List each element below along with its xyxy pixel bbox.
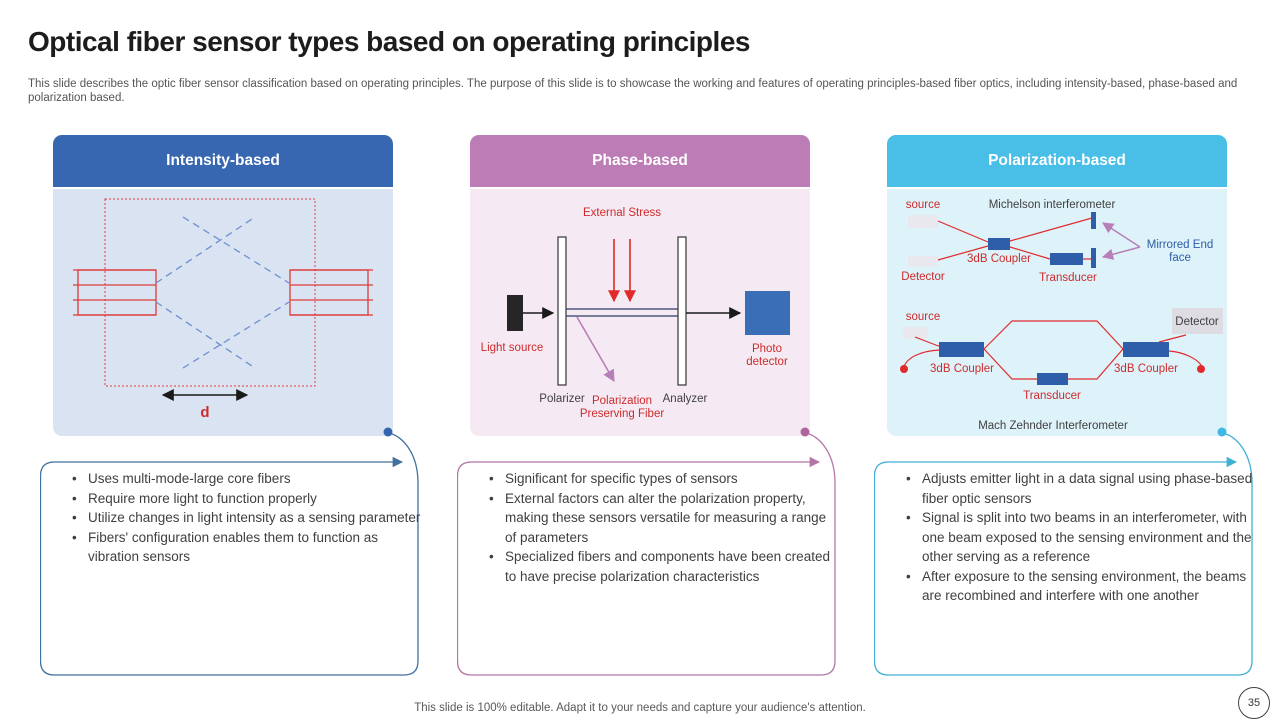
mz-coupler-left-shape bbox=[939, 342, 984, 357]
bullet-item: Adjusts emitter light in a data signal u… bbox=[904, 469, 1256, 508]
bullet-item: Signal is split into two beams in an int… bbox=[904, 508, 1256, 567]
mz-coupler-right-label: 3dB Coupler bbox=[1114, 363, 1178, 375]
left-fiber-bundle bbox=[73, 269, 157, 316]
mz-detector-shape bbox=[1172, 308, 1223, 334]
intensity-callout-frame bbox=[40, 427, 419, 676]
analyzer-shape bbox=[677, 236, 687, 386]
michelson-fibers bbox=[937, 217, 1093, 261]
photo-detector-label: Photo bbox=[752, 343, 782, 355]
preserving-fiber-label: Polarization bbox=[592, 395, 652, 407]
bullet-item: Require more light to function properly bbox=[70, 489, 422, 509]
external-stress-label: External Stress bbox=[583, 207, 661, 219]
polarizer-label: Polarizer bbox=[539, 393, 585, 405]
michelson-title: Michelson interferometer bbox=[989, 199, 1116, 211]
preserving-fiber-label: Preserving Fiber bbox=[580, 408, 665, 420]
phase-diagram: External Stress Light source Photo detec… bbox=[481, 207, 790, 420]
bullet-item: External factors can alter the polarizat… bbox=[487, 489, 839, 548]
polarization-callout-frame bbox=[874, 427, 1253, 676]
mz-transducer-shape bbox=[1037, 373, 1068, 385]
photo-detector-label: detector bbox=[746, 356, 788, 368]
mz-port-dot-left bbox=[900, 365, 908, 373]
polarization-header-label: Polarization-based bbox=[988, 152, 1126, 169]
mirrored-end-label: face bbox=[1169, 252, 1191, 264]
right-fiber-bundle bbox=[289, 269, 373, 316]
intensity-diagram: d bbox=[73, 198, 373, 421]
polarization-diagram: source Michelson interferometer 3dB Coup… bbox=[900, 199, 1223, 432]
mz-transducer-label: Transducer bbox=[1023, 390, 1081, 402]
polarization-header: Polarization-based bbox=[887, 135, 1227, 187]
bullet-item: Significant for specific types of sensor… bbox=[487, 469, 839, 489]
polarizer-shape bbox=[557, 236, 567, 386]
mirrored-end-label: Mirrored End bbox=[1147, 239, 1213, 251]
michelson-source-label: source bbox=[906, 199, 941, 211]
mirror-pointer-arrow bbox=[1101, 246, 1141, 260]
intensity-header-label: Intensity-based bbox=[166, 152, 280, 169]
michelson-detector-label: Detector bbox=[901, 271, 945, 283]
michelson-coupler-label: 3dB Coupler bbox=[967, 253, 1031, 265]
intensity-header: Intensity-based bbox=[53, 135, 393, 187]
mz-detector-label: Detector bbox=[1175, 316, 1219, 328]
michelson-transducer-label: Transducer bbox=[1039, 272, 1097, 284]
light-source-shape bbox=[507, 295, 523, 331]
phase-header-label: Phase-based bbox=[592, 152, 688, 169]
phase-header: Phase-based bbox=[470, 135, 810, 187]
polarization-bullet-list: Adjusts emitter light in a data signal u… bbox=[888, 469, 1256, 606]
mirror-pointer-arrow bbox=[1102, 222, 1141, 248]
mirror-shape-top bbox=[1091, 212, 1096, 229]
page-title: Optical fiber sensor types based on oper… bbox=[28, 26, 750, 57]
slide-description: This slide describes the optic fiber sen… bbox=[28, 78, 1238, 104]
mz-source-shape bbox=[903, 327, 928, 339]
connector-dot bbox=[1217, 427, 1227, 437]
bullet-item: Fibers' configuration enables them to fu… bbox=[70, 528, 422, 567]
callout-path bbox=[40, 432, 419, 676]
bullet-item: Utilize changes in light intensity as a … bbox=[70, 508, 422, 528]
connector-dot bbox=[383, 427, 393, 437]
analyzer-label: Analyzer bbox=[663, 393, 708, 405]
photo-detector-shape bbox=[745, 291, 790, 335]
mirror-shape-bottom bbox=[1091, 248, 1096, 268]
mz-coupler-right-shape bbox=[1123, 342, 1169, 357]
mz-fibers bbox=[903, 320, 1202, 380]
callout-path bbox=[457, 432, 836, 676]
bullet-item: After exposure to the sensing environmen… bbox=[904, 567, 1256, 606]
footer-note: This slide is 100% editable. Adapt it to… bbox=[414, 702, 866, 714]
fiber-pointer-arrow bbox=[576, 316, 615, 383]
mz-port-dot-right bbox=[1197, 365, 1205, 373]
michelson-coupler-shape bbox=[988, 238, 1010, 250]
michelson-source-shape bbox=[908, 215, 938, 228]
intensity-bullet-list: Uses multi-mode-large core fibers Requir… bbox=[54, 469, 422, 567]
phase-callout-frame bbox=[457, 427, 836, 676]
mz-source-label: source bbox=[906, 311, 941, 323]
page-number-badge: 35 bbox=[1238, 687, 1270, 719]
phase-bullet-list: Significant for specific types of sensor… bbox=[471, 469, 839, 586]
michelson-transducer-shape bbox=[1050, 253, 1083, 265]
bullet-item: Uses multi-mode-large core fibers bbox=[70, 469, 422, 489]
polarization-panel bbox=[887, 189, 1227, 436]
bullet-item: Specialized fibers and components have b… bbox=[487, 547, 839, 586]
michelson-detector-shape bbox=[908, 256, 938, 267]
connector-dot bbox=[800, 427, 810, 437]
distance-label: d bbox=[200, 404, 209, 421]
light-rays bbox=[155, 216, 290, 369]
dotted-boundary bbox=[104, 198, 316, 387]
mz-title: Mach Zehnder Interferometer bbox=[978, 420, 1128, 432]
callout-path bbox=[874, 432, 1253, 676]
mz-coupler-left-label: 3dB Coupler bbox=[930, 363, 994, 375]
light-source-label: Light source bbox=[481, 342, 544, 354]
